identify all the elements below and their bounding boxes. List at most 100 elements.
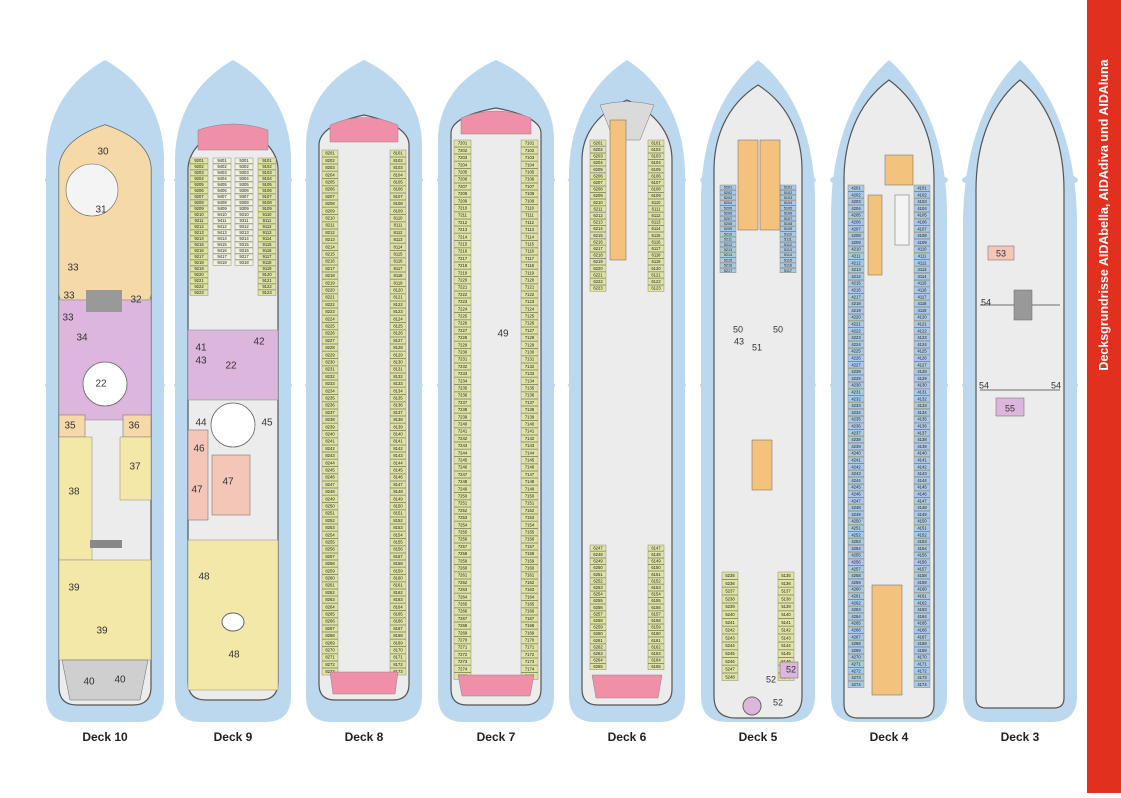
cabin-number: 6155: [651, 598, 661, 603]
cabin-cell: [647, 238, 665, 246]
cabin-cell: [389, 214, 407, 222]
cabin-number: 4141: [917, 458, 927, 463]
cabin-number: 4270: [851, 655, 861, 660]
cabin-cell: [321, 409, 339, 417]
cabin-cell: [189, 289, 209, 296]
cabin-cell: [647, 166, 665, 173]
cabin-cell: [520, 521, 539, 529]
area-53: [987, 245, 1015, 261]
cabin-cell: [777, 603, 795, 611]
cabin-number: 8240: [325, 432, 335, 437]
cabin-number: 7103: [525, 155, 535, 160]
cabin-cell: [777, 595, 795, 603]
cabin-cell: [913, 348, 931, 355]
cabin-cell: [520, 298, 539, 306]
cabin-cell: [389, 639, 407, 647]
cabin-number: 5238: [725, 596, 735, 601]
theatre-circle: [82, 361, 128, 407]
cabin-number: 6254: [593, 592, 603, 597]
cabin-number: 7157: [525, 544, 535, 549]
cabin-cell: [453, 471, 472, 479]
cabin-number: 5142: [781, 628, 791, 633]
cabin-number: 7160: [525, 566, 535, 571]
cabin-cell: [389, 185, 407, 193]
cabin-number: 4160: [917, 587, 927, 592]
area-number-label: 52: [773, 697, 783, 707]
deck4-stbd-cabins: 4101410241034104410541064107410841094110…: [913, 184, 931, 688]
cabin-number: 8213: [325, 237, 335, 242]
cabin-number: 8208: [325, 201, 335, 206]
cabin-number: 4213: [851, 267, 861, 272]
cabin-number: 8241: [325, 439, 335, 444]
cabin-cell: [389, 589, 407, 597]
cabin-cell: [913, 626, 931, 634]
cabin-number: 8205: [325, 180, 335, 185]
cabin-number: 4252: [851, 532, 861, 537]
cabin-number: 7148: [525, 479, 535, 484]
cabin-number: 7102: [525, 148, 535, 153]
cabin-number: 4237: [851, 430, 861, 435]
cabin-cell: [389, 567, 407, 575]
cabin-number: 6111: [652, 206, 661, 211]
cabin-number: 7158: [525, 551, 535, 556]
cabin-number: 7263: [458, 587, 468, 592]
cabin-cell: [847, 402, 865, 410]
cabin-number: 8219: [325, 280, 335, 285]
cabin-cell: [453, 327, 472, 335]
cabin-cell: [189, 163, 209, 170]
cabin-cell: [389, 351, 407, 359]
cabin-number: 6212: [593, 213, 603, 218]
cabin-number: 8210: [325, 216, 335, 221]
cabin-cell: [913, 327, 931, 335]
cabin-number: 4130: [917, 383, 927, 388]
cabin-number: 9210: [194, 212, 204, 217]
cabin-number: 9305: [239, 182, 249, 187]
cabin-cell: [721, 587, 739, 595]
cabin-number: 4201: [851, 186, 861, 191]
cabin-number: 7271: [458, 645, 468, 650]
cabin-cell: [257, 187, 277, 194]
cabin-cell: [321, 538, 339, 546]
cabin-cell: [847, 232, 865, 240]
cabin-number: 6249: [593, 559, 603, 564]
cabin-cell: [520, 507, 539, 515]
cabin-number: 9417: [217, 254, 227, 259]
deck4-bow-orange: [884, 154, 914, 186]
cabin-number: 4132: [917, 396, 927, 401]
deck6-port-aft: 6247624862496250625162526253625462556256…: [589, 544, 607, 670]
cabin-cell: [589, 271, 607, 279]
cabin-number: 4161: [917, 594, 927, 599]
cabin-number: 7223: [458, 299, 468, 304]
cabin-cell: [847, 205, 865, 212]
cabin-cell: [913, 681, 931, 688]
cabin-cell: [189, 217, 209, 224]
stair-block: [90, 540, 122, 548]
cabin-cell: [321, 344, 339, 352]
cabin-number: 4219: [851, 308, 861, 313]
cabin-cell: [321, 437, 339, 445]
cabin-cell: [453, 370, 472, 378]
cabin-number: 5201: [724, 186, 732, 190]
cabin-cell: [647, 285, 665, 292]
cabin-number: 4133: [917, 403, 927, 408]
cabin-cell: [453, 507, 472, 515]
cabin-number: 7154: [525, 522, 535, 527]
cabin-cell: [389, 531, 407, 539]
cabin-number: 7107: [525, 184, 535, 189]
cabin-number: 8270: [325, 648, 335, 653]
cabin-number: 7246: [458, 465, 468, 470]
cabin-cell: [321, 315, 339, 323]
cabin-number: 7266: [458, 609, 468, 614]
cabin-number: 4233: [851, 403, 861, 408]
cabin-number: 4147: [917, 498, 927, 503]
deck9-inner-a: 9401940294039404940594069407940894099410…: [212, 157, 232, 266]
cabin-number: 4271: [851, 662, 861, 667]
cabin-cell: [719, 231, 737, 237]
area-number-label: 45: [261, 418, 273, 429]
cabin-cell: [520, 218, 539, 226]
cabin-number: 8264: [325, 604, 335, 609]
cabin-number: 8254: [325, 532, 335, 537]
cabin-cell: [453, 456, 472, 464]
cabin-number: 7228: [458, 335, 468, 340]
cabin-cell: [520, 197, 539, 205]
